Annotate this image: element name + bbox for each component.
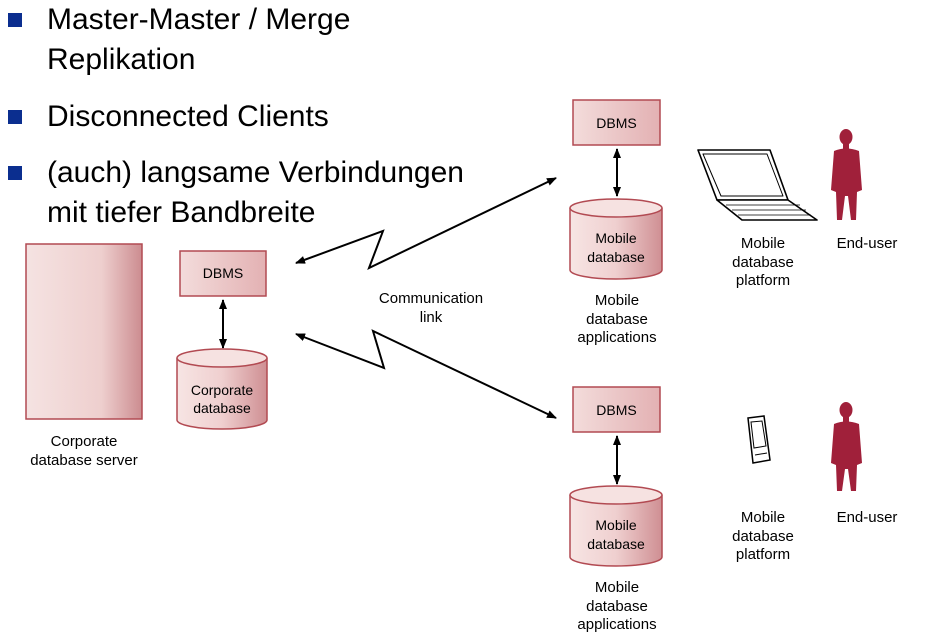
mobile-top-database-label-line-2: database (587, 249, 645, 265)
mobile-top-applications-line-2: database (586, 311, 648, 328)
mobile-bottom-dbms-box (572, 386, 661, 433)
mobile-bottom-end-user-label: End-user (836, 509, 898, 526)
corporate-dbms-box (179, 250, 267, 297)
bullet-square-icon (8, 110, 22, 124)
mobile-top-applications-line-1: Mobile (594, 292, 640, 309)
communication-link-label-line-2: link (419, 309, 443, 326)
bullet-1-line-2: Replikation (47, 43, 196, 76)
communication-link-label-line-1: Communication (378, 290, 484, 307)
corporate-database-label-line-1: Corporate (190, 382, 254, 398)
mobile-bottom-applications-line-3: applications (577, 616, 657, 633)
mobile-top-dbms-box (572, 99, 661, 146)
communication-link-bottom-arrow (295, 329, 557, 419)
mobile-bottom-database-label-line-2: database (587, 536, 645, 552)
corporate-server (25, 243, 143, 420)
end-user-bottom-icon (831, 402, 862, 491)
mobile-top-applications-line-3: applications (577, 329, 657, 346)
mobile-bottom-applications-line-1: Mobile (594, 579, 640, 596)
mobile-top-database-label-line-1: Mobile (595, 230, 637, 246)
corporate-dbms-label: DBMS (202, 265, 244, 281)
mobile-bottom-applications-line-2: database (586, 598, 648, 615)
mobile-top-platform-line-1: Mobile (740, 235, 786, 252)
mobile-top-platform-line-2: database (732, 254, 794, 271)
mobile-top-database-cylinder (569, 198, 663, 280)
corporate-database-label-line-2: database (193, 400, 251, 416)
bullet-2-line-1: Disconnected Clients (47, 100, 329, 133)
bullet-1-line-1: Master-Master / Merge (47, 3, 351, 36)
corporate-database-cylinder (176, 348, 268, 430)
communication-link-top-arrow (295, 177, 557, 270)
mobile-bottom-dbms-label: DBMS (596, 402, 637, 418)
corporate-server-label-line-1: Corporate (50, 433, 118, 450)
laptop-icon (697, 149, 818, 221)
mobile-bottom-platform-line-3: platform (735, 546, 791, 563)
bullet-square-icon (8, 13, 22, 27)
mobile-bottom-database-cylinder (569, 485, 663, 567)
bullet-3-line-2: mit tiefer Bandbreite (47, 196, 316, 229)
mobile-top-platform-line-3: platform (735, 272, 791, 289)
mobile-top-dbms-label: DBMS (596, 115, 637, 131)
mobile-device-icon (747, 415, 771, 464)
corporate-server-label-line-2: database server (30, 452, 138, 469)
mobile-bottom-platform-line-1: Mobile (740, 509, 786, 526)
bullet-square-icon (8, 166, 22, 180)
mobile-bottom-platform-line-2: database (732, 528, 794, 545)
mobile-bottom-database-label-line-1: Mobile (595, 517, 637, 533)
mobile-top-end-user-label: End-user (836, 235, 898, 252)
end-user-top-icon (831, 129, 862, 220)
